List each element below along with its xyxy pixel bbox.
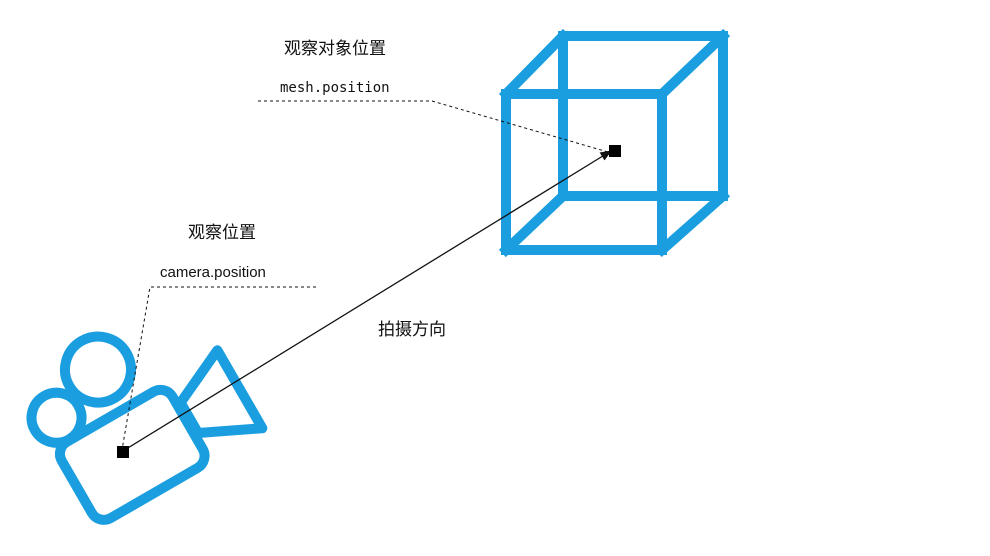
shooting-direction-arrow: [122, 150, 612, 452]
target-position-marker: [609, 145, 621, 157]
camera-code-label: camera.position: [160, 264, 266, 281]
target-title: 观察对象位置: [284, 39, 386, 59]
direction-label: 拍摄方向: [378, 320, 446, 340]
camera-title: 观察位置: [188, 223, 256, 243]
camera-leader-line: [121, 286, 316, 451]
cube-icon: [498, 28, 731, 258]
camera-icon: [26, 331, 268, 525]
camera-position-marker: [117, 446, 129, 458]
target-leader-line: [258, 100, 609, 153]
target-code-label: mesh.position: [280, 80, 390, 96]
